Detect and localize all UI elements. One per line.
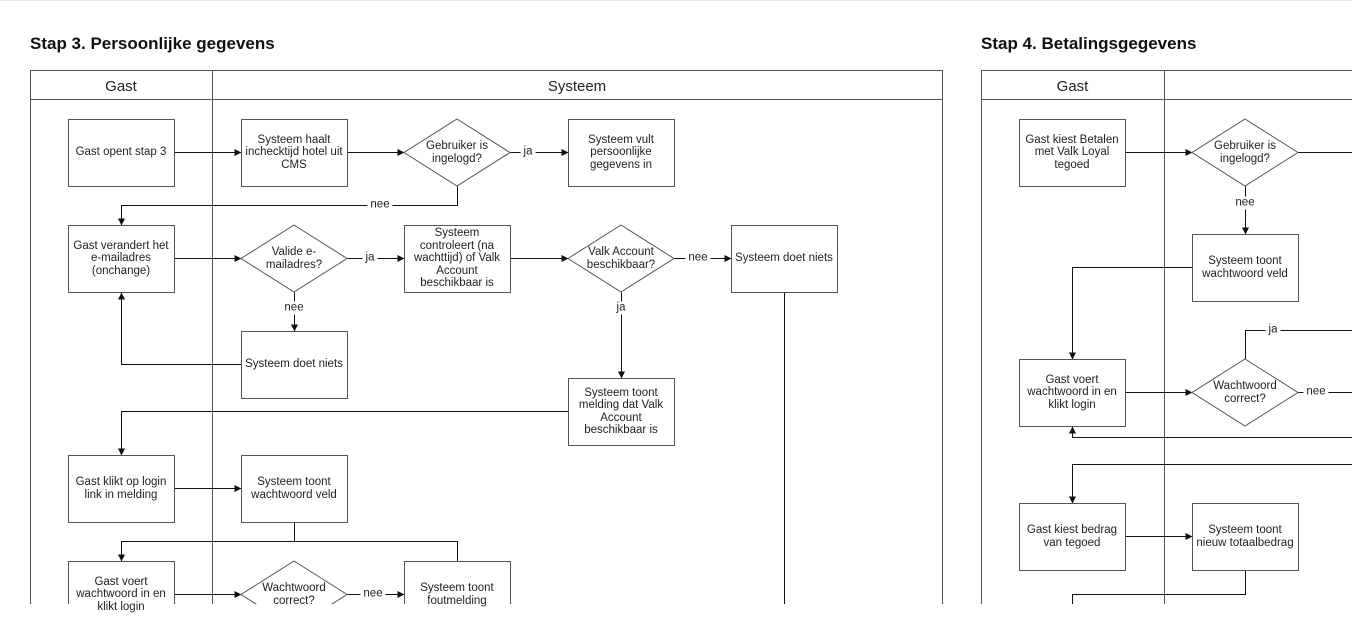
- section-title: Stap 4. Betalingsgegevens: [981, 34, 1196, 54]
- node-label-s4-toont-wachtwoord: Systeem toont wachtwoord veld: [1192, 234, 1298, 301]
- node-label-s4-kiest-betalen: Gast kiest Betalen met Valk Loyal tegoed: [1019, 119, 1125, 186]
- node-label-s3-controleert: Systeem controleert (na wachttijd) of Va…: [404, 225, 510, 292]
- node-label-s3-valide-email: Valide e- mailadres?: [241, 225, 347, 292]
- node-label-s3-vult-gegevens: Systeem vult persoonlijke gegevens in: [568, 119, 674, 186]
- section-title: Stap 3. Persoonlijke gegevens: [30, 34, 275, 54]
- edge-label-nee: nee: [1303, 386, 1328, 399]
- node-label-s3-is-ingelogd: Gebruiker is ingelogd?: [404, 119, 510, 186]
- connector-arrow: [122, 293, 242, 365]
- connector-arrow: [1073, 465, 1352, 504]
- node-label-s3-doet-niets-1: Systeem doet niets: [731, 225, 837, 292]
- lane-header: Gast: [981, 76, 1164, 98]
- node-label-s4-kiest-bedrag: Gast kiest bedrag van tegoed: [1019, 503, 1125, 570]
- edge-label-nee: nee: [281, 302, 306, 315]
- connector-arrow: [1073, 427, 1352, 438]
- node-label-s3-toont-melding: Systeem toont melding dat Valk Account b…: [568, 378, 674, 445]
- connector-arrow: [1246, 331, 1352, 360]
- node-label-s4-voert-wachtwoord: Gast voert wachtwoord in en klikt login: [1019, 359, 1125, 426]
- node-label-s3-verandert-email: Gast verandert het e-mailadres (onchange…: [68, 225, 174, 292]
- node-label-s3-wachtwoord-correct: Wachtwoord correct?: [241, 561, 347, 628]
- node-label-s3-voert-wachtwoord: Gast voert wachtwoord in en klikt login: [68, 561, 174, 628]
- node-label-s3-toont-wachtwoord: Systeem toont wachtwoord veld: [241, 455, 347, 522]
- connector-arrow: [122, 542, 458, 562]
- edge-label-ja: ja: [1266, 324, 1281, 337]
- node-label-s4-is-ingelogd: Gebruiker is ingelogd?: [1192, 119, 1298, 186]
- node-label-s3-doet-niets-2: Systeem doet niets: [241, 331, 347, 398]
- lane-header: Gast: [30, 76, 212, 98]
- connector-arrow: [1073, 571, 1246, 605]
- lane-header: Systeem: [212, 76, 942, 98]
- node-label-s3-haalt-incheck: Systeem haalt incheck­tijd hotel uit CMS: [241, 119, 347, 186]
- edge-label-nee: nee: [1232, 197, 1257, 210]
- edge-label-nee: nee: [360, 588, 385, 601]
- node-label-s3-account-beschikbaar: Valk Account beschikbaar?: [568, 225, 674, 292]
- node-label-s4-toont-totaal: Systeem toont nieuw totaalbedrag: [1192, 503, 1298, 570]
- edge-label-ja: ja: [521, 146, 536, 159]
- edge-label-ja: ja: [614, 302, 629, 315]
- node-label-s3-toont-foutmelding: Systeem toont foutmelding: [404, 561, 510, 628]
- connector-arrow: [1073, 268, 1193, 360]
- connector-arrow: [122, 412, 569, 456]
- edge-label-nee: nee: [367, 199, 392, 212]
- node-label-s3-klikt-login: Gast klikt op login link in melding: [68, 455, 174, 522]
- edge-label-ja: ja: [363, 252, 378, 265]
- connector-arrow: [122, 187, 458, 226]
- node-label-s4-wachtwoord-correct: Wachtwoord correct?: [1192, 359, 1298, 426]
- edge-label-nee: nee: [685, 252, 710, 265]
- node-label-s3-gast-opent: Gast opent stap 3: [68, 119, 174, 186]
